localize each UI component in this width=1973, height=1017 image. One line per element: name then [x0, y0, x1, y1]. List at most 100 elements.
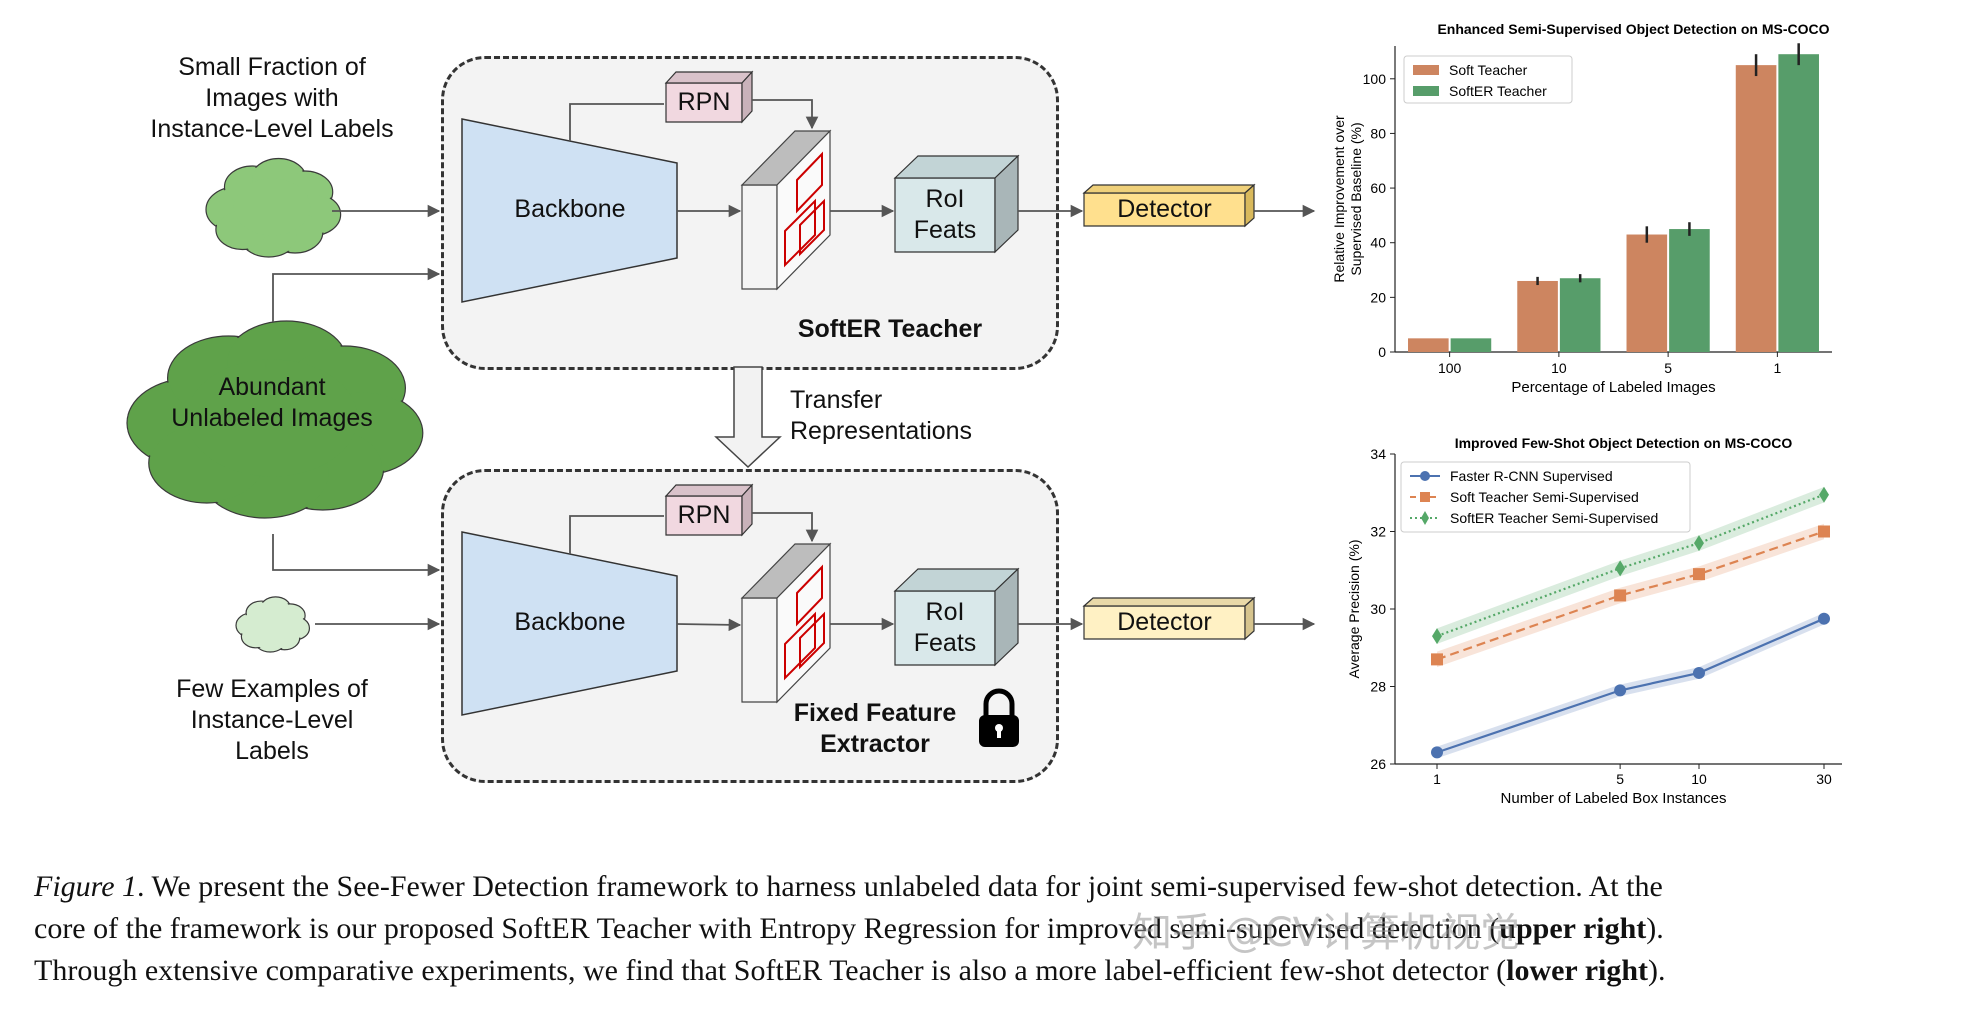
- arrows-bottom: [272, 512, 1316, 632]
- y-tick-label: 0: [1378, 344, 1386, 360]
- caption-segment: core of the framework is our proposed So…: [34, 912, 1500, 945]
- x-tick-label: 1: [1773, 360, 1781, 376]
- caption-segment: lower right: [1506, 954, 1649, 987]
- caption-line: Through extensive comparative experiment…: [34, 950, 1954, 992]
- y-tick-label: 100: [1363, 71, 1387, 87]
- legend-label: Soft Teacher Semi-Supervised: [1450, 489, 1639, 505]
- proposal-box: [796, 151, 823, 214]
- y-tick-label: 26: [1370, 756, 1386, 772]
- legend-label: Soft Teacher: [1449, 62, 1528, 78]
- caption-segment: upper right: [1499, 912, 1647, 945]
- backbone-label-bottom: Backbone: [514, 608, 626, 636]
- data-point: [1818, 525, 1830, 538]
- legend-marker: [1420, 492, 1430, 502]
- legend-label: SoftER Teacher: [1449, 83, 1547, 99]
- bar: [1669, 229, 1710, 352]
- legend: [1403, 55, 1573, 104]
- softer-teacher-title: SoftER Teacher: [797, 315, 983, 343]
- x-tick-label: 5: [1664, 360, 1672, 376]
- proposal-box: [784, 198, 816, 268]
- caption-segment: Figure 1: [34, 870, 138, 903]
- small-cloud-top-icon: [205, 157, 342, 258]
- rpn-label-bottom: RPN: [677, 501, 731, 529]
- data-point: [1431, 653, 1443, 666]
- chart-title: Improved Few-Shot Object Detection on MS…: [1455, 435, 1793, 451]
- caption-line: Figure 1. We present the See-Fewer Detec…: [34, 866, 1954, 908]
- data-point: [1614, 684, 1627, 697]
- feature-map-top: [740, 129, 832, 291]
- data-point: [1432, 628, 1442, 645]
- small-cloud-bottom-icon: [235, 596, 311, 653]
- big-cloud-icon: [126, 320, 424, 519]
- caption-segment: ).: [1648, 954, 1666, 987]
- bar: [1450, 338, 1492, 352]
- data-point: [1692, 666, 1705, 679]
- proposal-box: [796, 564, 823, 627]
- backbone-trapezoid-bottom: [461, 531, 678, 716]
- arrows-top: [272, 99, 1316, 322]
- caption-line: core of the framework is our proposed So…: [34, 908, 1954, 950]
- y-tick-label: 20: [1370, 289, 1386, 305]
- caption-segment: ).: [1646, 912, 1664, 945]
- x-axis-label: Percentage of Labeled Images: [1511, 379, 1715, 396]
- bar: [1778, 54, 1819, 352]
- rpn-box-bottom: [664, 483, 754, 537]
- legend: [1400, 461, 1691, 533]
- lock-icon: [979, 688, 1019, 747]
- legend-label: Faster R-CNN Supervised: [1450, 468, 1613, 484]
- y-tick-label: 40: [1370, 235, 1386, 251]
- transfer-arrow-icon: [714, 366, 782, 469]
- x-axis-label: Number of Labeled Box Instances: [1501, 790, 1727, 807]
- roi-feats-box-top: [893, 154, 1020, 254]
- data-point: [1819, 486, 1829, 503]
- bar-chart-semi-supervised: Enhanced Semi-Supervised Object Detectio…: [1331, 21, 1832, 396]
- bar: [1559, 278, 1601, 352]
- proposal-box: [799, 611, 825, 670]
- bar: [1408, 338, 1449, 352]
- series-line: [1436, 530, 1825, 661]
- bar: [1517, 280, 1558, 352]
- bar: [1735, 65, 1777, 352]
- y-tick-label: 34: [1370, 446, 1386, 462]
- data-point: [1431, 746, 1443, 759]
- proposal-box: [784, 611, 816, 681]
- detector-label-top: Detector: [1117, 195, 1212, 223]
- data-point: [1614, 589, 1627, 602]
- watermark: 知乎 @CV计算机视觉: [1132, 910, 1521, 956]
- caption-segment: Through extensive comparative experiment…: [34, 954, 1507, 987]
- detector-label-bottom: Detector: [1117, 608, 1212, 636]
- data-point: [1692, 568, 1705, 581]
- backbone-trapezoid-top: [461, 118, 678, 303]
- x-tick-label: 30: [1816, 771, 1832, 787]
- detector-box-top: [1082, 183, 1256, 228]
- y-axis-label: Relative Improvement over: [1331, 115, 1347, 283]
- x-tick-label: 100: [1438, 360, 1462, 376]
- y-tick-label: 80: [1370, 125, 1386, 141]
- x-tick-label: 10: [1691, 771, 1707, 787]
- data-point: [1693, 535, 1704, 552]
- y-tick-label: 28: [1370, 679, 1386, 695]
- x-tick-label: 1: [1433, 771, 1441, 787]
- legend-label: SoftER Teacher Semi-Supervised: [1450, 510, 1658, 526]
- bar: [1626, 234, 1668, 352]
- figure-caption: Figure 1. We present the See-Fewer Detec…: [34, 866, 1954, 992]
- confidence-band: [1437, 523, 1824, 668]
- roi-feats-box-bottom: [893, 567, 1020, 667]
- y-tick-label: 32: [1370, 524, 1386, 540]
- legend-marker: [1420, 471, 1430, 481]
- y-tick-label: 60: [1370, 180, 1386, 196]
- feature-map-bottom: [740, 542, 832, 704]
- detector-box-bottom: [1082, 596, 1256, 641]
- y-axis-label: Supervised Baseline (%): [1348, 122, 1364, 275]
- series-line: [1436, 493, 1825, 638]
- proposal-box: [799, 198, 825, 257]
- series-line: [1436, 617, 1825, 754]
